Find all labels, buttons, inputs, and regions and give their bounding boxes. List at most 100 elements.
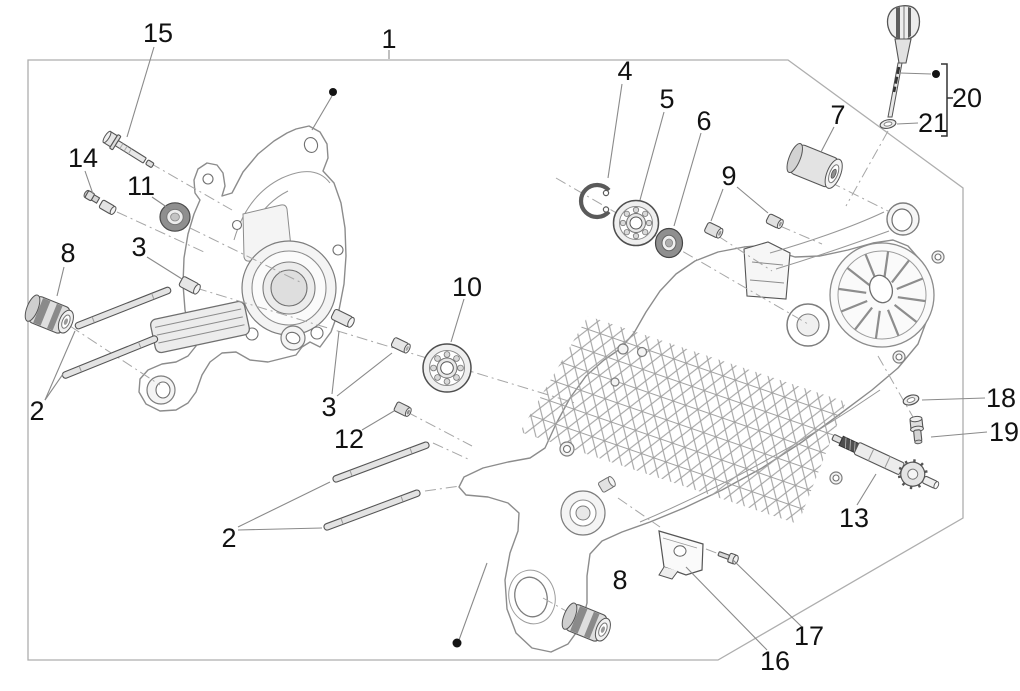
leader-line [673, 132, 702, 227]
bush-9a [704, 222, 724, 239]
arm-eye-hole [891, 208, 913, 232]
circlip-4 [578, 182, 611, 220]
part-label-7: 7 [830, 100, 845, 130]
part-label-1: 1 [381, 24, 396, 54]
part-label-8: 8 [612, 565, 627, 595]
assembly-axis-line [779, 225, 823, 245]
leader-line [710, 188, 724, 222]
washer-18 [902, 394, 920, 406]
pinion-shaft-13 [831, 434, 940, 490]
dowel-3c [390, 337, 411, 354]
part-label-18: 18 [986, 383, 1016, 413]
stud-2a [74, 286, 172, 330]
leader-line [84, 170, 94, 195]
diagram-border-frame [27, 59, 964, 661]
mount-arm-eye-hole [155, 381, 171, 399]
dowel-3a [178, 276, 201, 295]
pin-14 [83, 189, 101, 204]
assembly-axis-line [845, 130, 889, 207]
callout-dot [932, 70, 940, 78]
part-label-3: 3 [131, 232, 146, 262]
leader-line [151, 196, 172, 211]
upper-arm [769, 202, 920, 270]
part-label-2: 2 [221, 523, 236, 553]
part-label-19: 19 [989, 417, 1019, 447]
bushing-8a [24, 294, 74, 334]
assembly-axis-line [705, 548, 720, 555]
leader-line [336, 352, 393, 397]
assembly-axes [69, 130, 922, 613]
assembly-axis-line [542, 597, 569, 613]
screw-17 [717, 551, 739, 565]
leader-line [237, 527, 323, 531]
part-label-13: 13 [839, 503, 869, 533]
spoked-gearbox-face [829, 242, 935, 348]
radial-ribs [838, 251, 926, 339]
part-label-21: 21 [918, 108, 948, 138]
leader-line [736, 186, 769, 214]
part-label-3: 3 [321, 392, 336, 422]
leader-line [311, 95, 333, 131]
oil-seal-6 [654, 227, 684, 259]
dowel-3b [330, 308, 355, 328]
part-label-15: 15 [143, 18, 173, 48]
leader-line [331, 330, 340, 395]
callout-dot [329, 88, 337, 96]
bolt-boss [332, 244, 344, 256]
part-label-14: 14 [68, 143, 98, 173]
oil-seal-11 [159, 202, 191, 232]
leader-line [921, 397, 986, 401]
part-label-11: 11 [127, 171, 155, 201]
group-bracket-20-21 [941, 63, 953, 137]
assembly-axis-line [555, 177, 809, 325]
ball-bearing-5 [612, 199, 660, 247]
assembly-axis-line [717, 235, 773, 272]
assembly-axis-line [149, 162, 233, 211]
part-label-2: 2 [29, 396, 44, 426]
top-lug-hole [303, 137, 319, 153]
leader-line [44, 373, 64, 401]
cover-plate-16 [658, 530, 704, 580]
part-label-6: 6 [696, 106, 711, 136]
callout-dot [452, 638, 462, 648]
part-label-10: 10 [452, 272, 482, 302]
leader-line [896, 122, 919, 125]
assembly-axis-line [829, 181, 891, 213]
screw-19 [909, 415, 924, 445]
leader-line [732, 559, 803, 628]
ball-bearing-10 [422, 343, 472, 393]
callout-dots [329, 70, 940, 648]
assembly-axis-line [69, 325, 161, 386]
assembly-axis-line [617, 497, 661, 528]
leader-line [820, 126, 835, 153]
part-label-8: 8 [60, 238, 75, 268]
bushing-8b [561, 602, 611, 642]
kickstart-boss [560, 476, 616, 536]
part-label-16: 16 [760, 646, 790, 676]
leader-line [930, 431, 988, 438]
bolt-boss [231, 219, 243, 231]
sleeve-14 [98, 199, 117, 215]
part-label-5: 5 [659, 84, 674, 114]
roller-7 [786, 142, 843, 189]
leader-line [237, 481, 331, 528]
part-label-9: 9 [721, 161, 736, 191]
right-crankcase-half [458, 202, 945, 653]
part-label-17: 17 [794, 621, 824, 651]
foot-lobe-hole [285, 331, 301, 345]
part-label-4: 4 [617, 56, 632, 86]
rib-web [520, 316, 846, 524]
tower-line [749, 279, 785, 284]
leader-line [56, 266, 65, 297]
part-label-12: 12 [334, 424, 364, 454]
leader-line [126, 46, 155, 138]
leader-lines [44, 46, 988, 651]
flange-tab-holes [559, 250, 945, 485]
leader-line [458, 562, 488, 641]
leader-line [607, 83, 623, 179]
leader-line [639, 111, 665, 201]
dipstick-20 [886, 5, 921, 118]
